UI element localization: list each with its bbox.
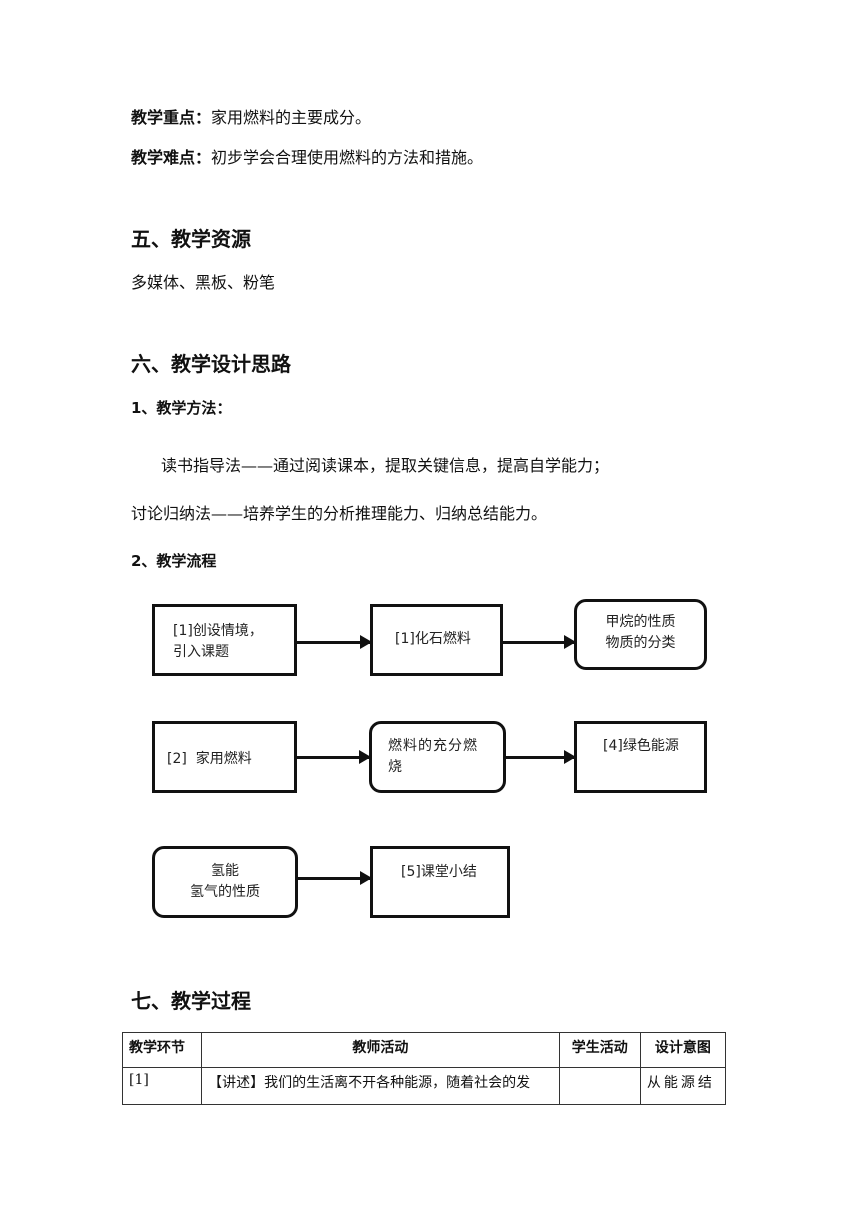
table-header-cell: 学生活动	[558, 1032, 641, 1068]
flow-box-full-combustion: 燃料的充分燃 烧	[369, 721, 506, 793]
section-5-title: 五、教学资源	[131, 227, 251, 251]
flow-box-text: [1]化石燃料	[395, 631, 471, 647]
flow-arrow	[297, 750, 371, 764]
flow-heading: 2、教学流程	[131, 552, 217, 570]
flow-box-text: 燃料的充分燃	[388, 738, 478, 754]
flow-box-hydrogen: 氢能 氢气的性质	[152, 846, 298, 918]
flow-box-create-scenario: [1]创设情境， 引入课题	[152, 604, 297, 676]
table-cell: [1]	[121, 1067, 203, 1105]
resources-text: 多媒体、黑板、粉笔	[131, 273, 276, 292]
flow-box-text: [4]绿色能源	[603, 738, 679, 754]
table-header-cell: 教师活动	[201, 1032, 560, 1068]
method-2-text: 讨论归纳法——培养学生的分析推理能力、归纳总结能力。	[131, 504, 548, 523]
table-row: [1] 【讲述】我们的生活离不开各种能源，随着社会的发 从能源结	[121, 1067, 727, 1105]
flow-box-text: 物质的分类	[605, 635, 676, 651]
flow-box-methane: 甲烷的性质 物质的分类	[574, 599, 707, 670]
flow-box-fossil-fuel: [1]化石燃料	[370, 604, 503, 676]
flow-arrow	[297, 635, 372, 649]
flow-box-text: [5]课堂小结	[401, 864, 477, 880]
key-points-text: 家用燃料的主要成分。	[211, 108, 372, 127]
table-header-row: 教学环节 教师活动 学生活动 设计意图	[121, 1032, 727, 1068]
table-cell: 【讲述】我们的生活离不开各种能源，随着社会的发	[201, 1067, 560, 1105]
methods-heading: 1、教学方法：	[131, 399, 232, 417]
flow-arrow	[506, 750, 576, 764]
flow-arrow	[503, 635, 576, 649]
flow-arrow	[298, 871, 372, 885]
flow-box-text: [1]创设情境，	[173, 623, 263, 639]
difficult-points-line: 教学难点：初步学会合理使用燃料的方法和措施。	[131, 148, 483, 168]
table-header-cell: 教学环节	[121, 1032, 203, 1068]
teaching-process-table: 教学环节 教师活动 学生活动 设计意图 [1] 【讲述】我们的生活离不开各种能源…	[121, 1032, 727, 1105]
difficult-points-text: 初步学会合理使用燃料的方法和措施。	[211, 148, 484, 167]
flow-box-text: 引入课题	[173, 644, 229, 660]
flow-box-text: 氢能	[211, 863, 239, 879]
flow-box-green-energy: [4]绿色能源	[574, 721, 707, 793]
table-header-cell: 设计意图	[639, 1032, 727, 1068]
key-points-label: 教学重点：	[131, 108, 212, 127]
table-cell	[558, 1067, 641, 1105]
table-cell: 从能源结	[639, 1067, 727, 1105]
method-1-text: 读书指导法——通过阅读课本，提取关键信息，提高自学能力；	[161, 456, 610, 475]
flow-box-text: 甲烷的性质	[605, 614, 676, 630]
flow-box-text: 烧	[388, 759, 402, 775]
flow-box-text: 氢气的性质	[190, 884, 260, 900]
flow-box-household-fuel: [2] 家用燃料	[152, 721, 297, 793]
section-6-title: 六、教学设计思路	[131, 352, 291, 376]
key-points-line: 教学重点：家用燃料的主要成分。	[131, 108, 371, 128]
flow-box-summary: [5]课堂小结	[370, 846, 510, 918]
difficult-points-label: 教学难点：	[131, 148, 212, 167]
section-7-title: 七、教学过程	[131, 989, 251, 1013]
flow-box-text: [2] 家用燃料	[167, 751, 252, 767]
